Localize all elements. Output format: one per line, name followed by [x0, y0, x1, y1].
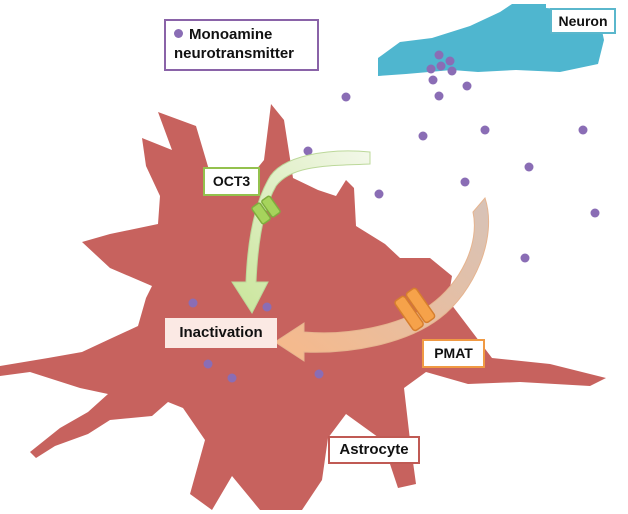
pmat-arrow	[274, 196, 490, 362]
oct3-arrow	[231, 150, 371, 314]
pmat-transporter	[394, 287, 436, 332]
inactivation-label: Inactivation	[165, 318, 277, 348]
neuron-terminal	[378, 4, 604, 76]
purple-dot-icon	[174, 29, 183, 38]
neuron-label: Neuron	[550, 8, 616, 34]
oct3-label: OCT3	[203, 167, 260, 196]
neurotransmitter-dots	[188, 50, 600, 383]
oct3-transporter	[251, 195, 281, 225]
astrocyte-label: Astrocyte	[328, 436, 420, 464]
pmat-label: PMAT	[422, 339, 485, 368]
astrocyte-cell	[0, 104, 606, 510]
